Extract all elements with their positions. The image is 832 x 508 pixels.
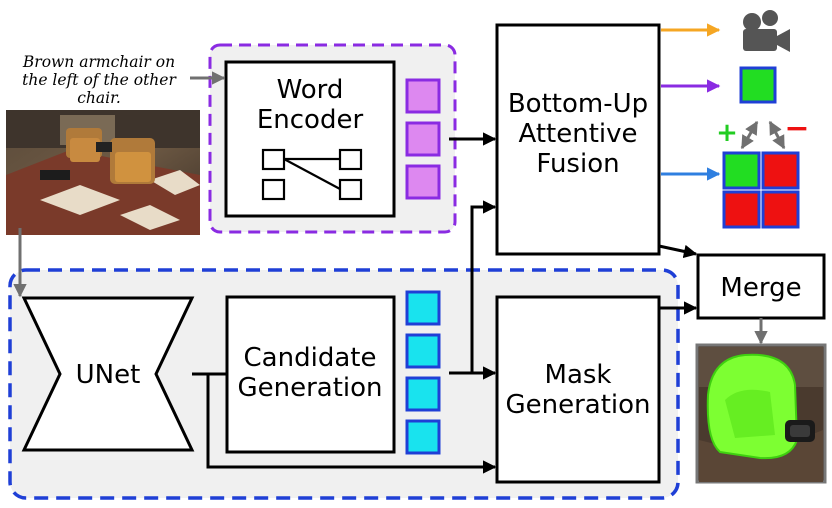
mask-grid: [722, 151, 800, 229]
query-caption: Brown armchair on the left of the other …: [22, 53, 178, 107]
fusion-label-2: Attentive: [519, 119, 638, 149]
unet-to-mask-arrow: [206, 374, 497, 474]
fusion-to-merge-arrow: [658, 244, 698, 259]
candidates-to-fusion-arrow: [449, 200, 497, 375]
comparison-arrow-left: [740, 120, 759, 150]
fusion-label-3: Fusion: [536, 149, 619, 179]
mask-grid-cell: [722, 190, 761, 229]
mask-label-1: Mask: [545, 360, 612, 390]
fusion-block: [495, 23, 661, 256]
word-embedding-cell: [405, 164, 441, 200]
mask-label-2: Generation: [505, 390, 650, 420]
merge-label: Merge: [720, 273, 801, 303]
unet-block: [21, 296, 195, 452]
candidate-cell: [405, 376, 441, 412]
caption-line-1: Brown armchair on: [22, 53, 175, 71]
unet-label: UNet: [76, 360, 141, 390]
minus-sign: −: [784, 111, 809, 146]
selected-mask-cell: [739, 66, 777, 104]
candidate-stack: [405, 290, 441, 455]
mask-grid-cell: [722, 151, 761, 190]
comparison-arrow-right: [768, 120, 786, 150]
candidate-cell: [405, 290, 441, 326]
scene-image: [6, 110, 200, 235]
mask-grid-cell: [761, 151, 800, 190]
caption-line-2: the left of the other: [22, 71, 177, 89]
fusion-label-1: Bottom-Up: [508, 89, 648, 119]
word-embedding-cell: [405, 121, 441, 157]
candidate-cell: [405, 333, 441, 369]
output-segmentation-image: [695, 343, 827, 484]
candidate-cell: [405, 419, 441, 455]
encoder-graph-icon: [261, 148, 363, 201]
word-encoder-label-1: Word: [277, 75, 344, 105]
mask-grid-cell: [761, 190, 800, 229]
mask-generation-block: [495, 295, 661, 484]
word-encoder-label-2: Encoder: [257, 105, 364, 135]
word-embedding-stack: [405, 78, 441, 200]
camera-icon: [743, 10, 790, 52]
candidate-label-2: Generation: [237, 373, 382, 403]
plus-sign: +: [716, 118, 738, 148]
candidate-label-1: Candidate: [244, 343, 377, 373]
word-embedding-cell: [405, 78, 441, 114]
word-encoder-block: [224, 60, 396, 218]
caption-line-3: chair.: [77, 89, 121, 107]
candidate-generation-block: [225, 295, 396, 454]
